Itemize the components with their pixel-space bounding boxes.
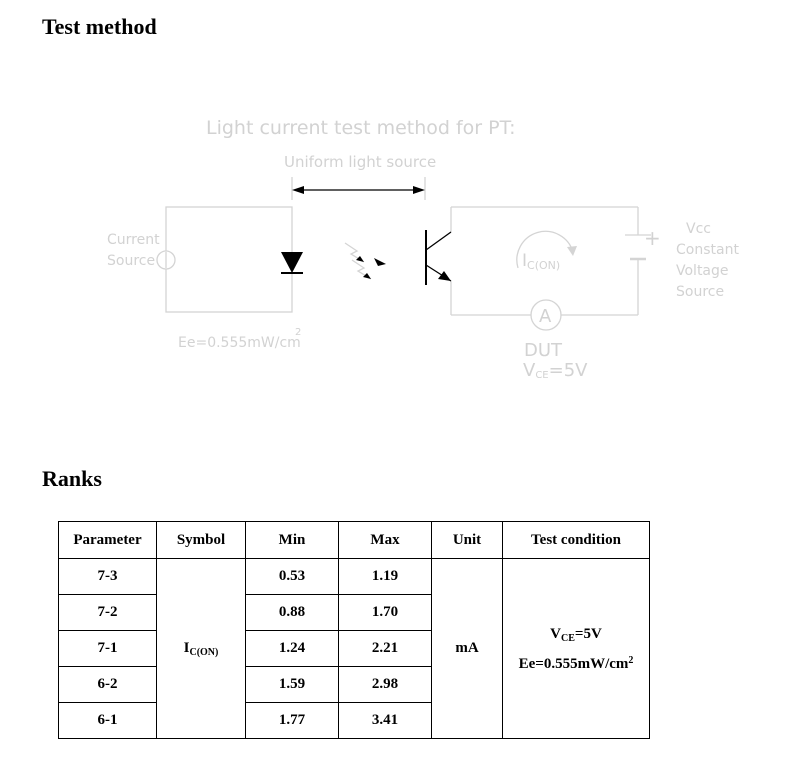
battery-plus-sign: +	[644, 226, 661, 250]
dut-label: DUT	[524, 340, 563, 361]
ranks-table: Parameter Symbol Min Max Unit Test condi…	[58, 521, 650, 739]
test-circuit-diagram: Light current test method for PT: Unifor…	[107, 117, 739, 381]
header-symbol: Symbol	[156, 521, 246, 559]
rank-min: 1.59	[245, 666, 339, 703]
rank-min: 0.88	[245, 594, 339, 631]
ic-label: IC(ON)	[522, 251, 560, 272]
vcc-label-line2: Constant	[676, 242, 739, 258]
header-max: Max	[338, 521, 432, 559]
light-rays-icon	[344, 242, 386, 280]
unit-cell: mA	[431, 558, 503, 739]
source-circuit-wire	[165, 206, 293, 313]
rank-max: 3.41	[338, 702, 432, 739]
light-source-label: Uniform light source	[284, 153, 436, 171]
dut-circuit-wire	[450, 206, 639, 316]
rank-min: 1.77	[245, 702, 339, 739]
ammeter-icon	[530, 299, 562, 331]
rank-parameter: 7-1	[58, 630, 157, 667]
irradiance-exponent: 2	[295, 327, 301, 338]
table-row: 6-1 1.77 3.41	[58, 702, 650, 739]
rank-parameter: 7-3	[58, 558, 157, 595]
rank-max: 2.21	[338, 630, 432, 667]
test-condition-cell: VCE=5V Ee=0.555mW/cm2	[502, 558, 650, 739]
rank-min: 1.24	[245, 630, 339, 667]
battery-icon	[625, 234, 651, 261]
header-parameter: Parameter	[58, 521, 157, 559]
table-row: 7-3 IC(ON) 0.53 1.19 mA VCE=5V Ee=0.555m…	[58, 558, 650, 739]
rank-parameter: 7-2	[58, 594, 157, 631]
current-source-label-line1: Current	[107, 232, 160, 248]
rank-max: 2.98	[338, 666, 432, 703]
rank-max: 1.19	[338, 558, 432, 595]
vce-label: VCE=5V	[523, 360, 588, 381]
current-direction-icon	[516, 230, 577, 269]
section-heading-ranks: Ranks	[42, 466, 102, 491]
header-unit: Unit	[431, 521, 503, 559]
ammeter-label: A	[539, 306, 552, 327]
irradiance-label: Ee=0.555mW/cm	[178, 335, 301, 351]
light-source-span-arrow	[291, 177, 426, 200]
phototransistor-icon	[425, 230, 452, 285]
current-source-label-line2: Source	[107, 253, 155, 269]
test-condition-vce: VCE=5V	[550, 625, 602, 644]
rank-max: 1.70	[338, 594, 432, 631]
rank-parameter: 6-2	[58, 666, 157, 703]
header-min: Min	[245, 521, 339, 559]
section-heading-test-method: Test method	[42, 14, 157, 39]
diagram-title: Light current test method for PT:	[206, 117, 516, 139]
table-row: 7-1 1.24 2.21	[58, 630, 650, 667]
table-row: 6-2 1.59 2.98	[58, 666, 650, 703]
table-header-row: Parameter Symbol Min Max Unit Test condi…	[58, 521, 650, 559]
rank-min: 0.53	[245, 558, 339, 595]
rank-parameter: 6-1	[58, 702, 157, 739]
current-source-icon	[156, 250, 176, 270]
vcc-label-line1: Vcc	[686, 221, 711, 237]
vcc-label-line4: Source	[676, 284, 724, 300]
vcc-label-line3: Voltage	[676, 263, 729, 279]
symbol-cell: IC(ON)	[156, 558, 246, 739]
led-icon	[281, 252, 303, 274]
test-condition-ee: Ee=0.555mW/cm2	[518, 654, 634, 672]
header-test-condition: Test condition	[502, 521, 650, 559]
table-row: 7-2 0.88 1.70	[58, 594, 650, 631]
